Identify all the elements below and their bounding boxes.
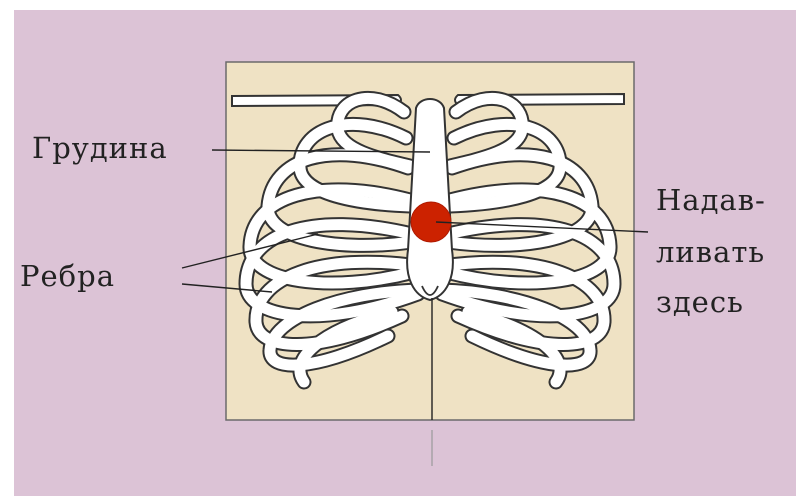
ribs-label: Ребра xyxy=(20,262,115,291)
sternum xyxy=(407,99,453,300)
press-here-label-line-1: Надав- xyxy=(656,186,766,215)
press-here-label-line-2: ливать xyxy=(656,238,765,267)
sternum-label: Грудина xyxy=(32,134,168,163)
press-here-label-line-3: здесь xyxy=(656,288,744,317)
